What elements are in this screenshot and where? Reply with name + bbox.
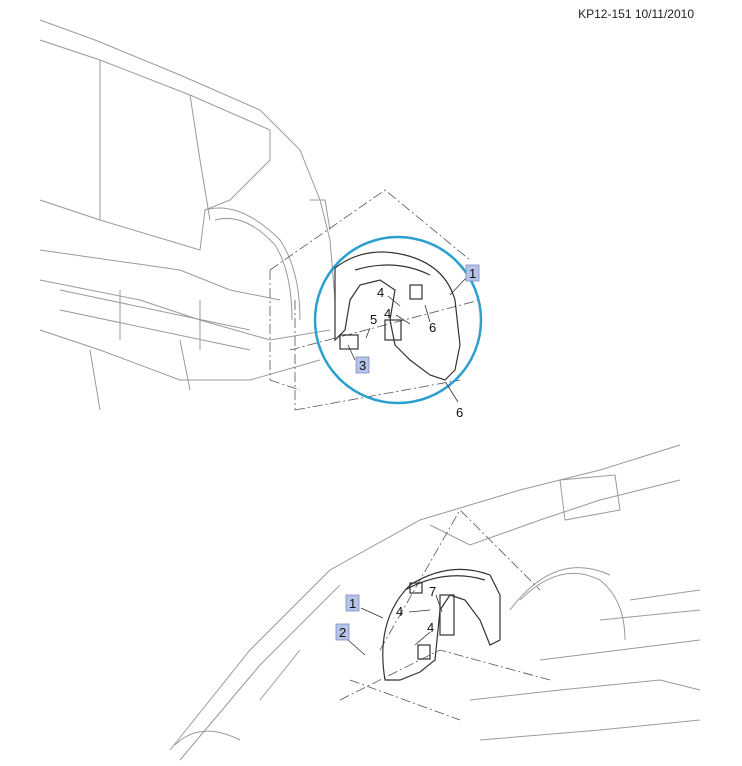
callout-1: 1	[469, 266, 476, 281]
top-callouts: 1 4 4 5 6 3 6	[355, 264, 480, 420]
callout-box-3	[355, 356, 370, 374]
callout-6: 6	[429, 320, 436, 335]
detail-circle	[313, 235, 483, 405]
callout-4: 4	[427, 620, 434, 635]
bottom-dashed-leaders	[339, 509, 551, 721]
callout-1: 1	[349, 596, 356, 611]
bottom-callout-leaders	[347, 594, 443, 656]
callout-2: 2	[339, 625, 346, 640]
diagram-reference-code: KP12-151 10/11/2010	[578, 7, 694, 21]
bottom-callouts: 1 4 7 4 2	[335, 584, 436, 641]
top-callout-leaders	[347, 277, 467, 403]
callout-4: 4	[384, 306, 391, 321]
callout-4: 4	[396, 604, 403, 619]
callout-5: 5	[370, 312, 377, 327]
callout-4: 4	[377, 285, 384, 300]
front-wheelhouse-liner-drawing	[382, 568, 501, 681]
callout-7: 7	[429, 584, 436, 599]
callout-box-1	[465, 264, 480, 282]
callout-3: 3	[359, 358, 366, 373]
callout-6: 6	[456, 405, 463, 420]
callout-box-1	[345, 594, 360, 612]
bottom-vehicle-body-drawing	[169, 444, 701, 761]
top-vehicle-body-drawing	[39, 19, 336, 411]
rear-wheelhouse-liner-drawing	[334, 251, 461, 381]
callout-box-2	[335, 623, 350, 641]
